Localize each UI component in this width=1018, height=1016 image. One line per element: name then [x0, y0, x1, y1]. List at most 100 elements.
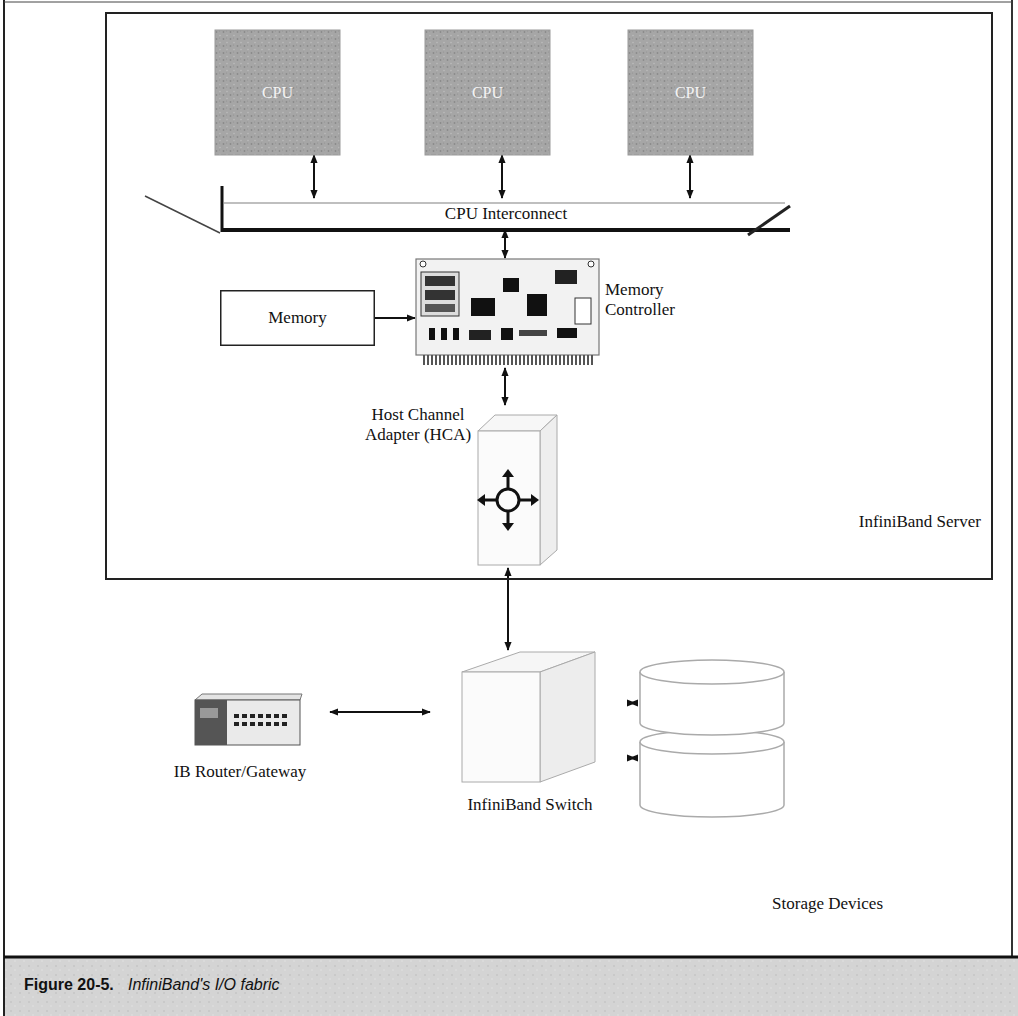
node-label: CPU — [425, 30, 550, 155]
memory-controller-drawing-part — [421, 355, 593, 365]
figure-number: Figure 20-5. — [24, 975, 114, 995]
node-label: InfiniBand Switch — [430, 795, 630, 815]
storage-devices: Storage Devices — [635, 655, 895, 920]
storage-devices-drawing-part — [640, 660, 784, 684]
memory-controller-drawing-part — [557, 328, 577, 338]
cpu-chip: CPU — [425, 30, 550, 155]
memory-controller-drawing-part — [501, 328, 513, 340]
connector-arrow — [501, 155, 503, 198]
infiniband-switch: InfiniBand Switch — [430, 650, 630, 815]
memory-box: Memory — [220, 290, 375, 346]
cpu-chip-drawing-part — [628, 30, 753, 155]
router-gateway-drawing-part — [234, 714, 287, 726]
memory-controller-drawing-part — [416, 259, 599, 355]
cpu-chip: CPU — [215, 30, 340, 155]
router-gateway-drawing-part-part — [266, 722, 271, 726]
connector-arrow — [504, 230, 506, 258]
router-gateway-drawing-part — [200, 708, 218, 718]
host-channel-adapter-drawing-part — [540, 415, 557, 565]
memory-controller-drawing-part — [420, 261, 426, 267]
memory-controller-drawing-part — [429, 328, 435, 340]
figure-frame-part — [224, 202, 785, 204]
connector-arrow — [504, 368, 506, 405]
router-gateway-drawing-part-part — [274, 722, 279, 726]
memory-controller-drawing-part — [425, 276, 455, 286]
memory-controller-drawing-part — [453, 328, 459, 340]
connector-arrow — [630, 757, 635, 759]
host-channel-adapter-drawing-part-part — [497, 489, 519, 511]
cpu-chip: CPU — [628, 30, 753, 155]
router-gateway-drawing-part-part — [234, 714, 239, 718]
node-label: Host Channel Adapter (HCA) — [362, 405, 474, 445]
host-channel-adapter-drawing-part — [483, 475, 533, 525]
host-channel-adapter-drawing-part-part — [519, 499, 533, 502]
node-label: CPU Interconnect — [222, 198, 790, 230]
host-channel-adapter-drawing-part — [477, 469, 539, 531]
cpu-chip-drawing-part — [215, 30, 340, 155]
connector-arrow — [630, 702, 635, 704]
node-label: IB Router/Gateway — [150, 762, 330, 782]
router-gateway-drawing-part-part — [250, 722, 255, 726]
memory-controller-drawing-part — [471, 298, 495, 316]
memory-controller-drawing-part — [425, 290, 455, 300]
router-gateway-drawing-part-part — [250, 714, 255, 718]
router-gateway-drawing-part-part — [258, 714, 263, 718]
connector-arrow — [689, 155, 691, 198]
host-channel-adapter-drawing-part-part — [507, 475, 510, 489]
server-box: InfiniBand Server CPU CPU CPU CPU Interconne… — [105, 12, 993, 580]
router-gateway-drawing-part-part — [242, 722, 247, 726]
infiniband-switch-drawing-part — [462, 672, 540, 782]
router-gateway: IB Router/Gateway — [150, 690, 330, 782]
server-box-drawing-part — [106, 13, 992, 579]
node-label: Storage Devices — [772, 894, 883, 914]
router-gateway-drawing-part-part — [274, 714, 279, 718]
host-channel-adapter-drawing-part-part — [477, 494, 485, 506]
connector-arrow — [313, 155, 315, 198]
host-channel-adapter-drawing-part-part — [502, 523, 514, 531]
connector-arrow — [375, 317, 415, 319]
connector-arrow — [330, 711, 430, 713]
memory-controller-drawing-part — [425, 304, 455, 312]
router-gateway-drawing-part-part — [234, 722, 239, 726]
figure-caption: InfiniBand's I/O fabric — [128, 975, 280, 995]
host-channel-adapter-drawing-part-part — [502, 469, 514, 477]
figure-frame-part — [3, 0, 5, 1016]
memory-controller-drawing-part — [421, 272, 459, 316]
memory-controller-drawing-part — [555, 270, 577, 284]
figure-frame-part — [221, 186, 224, 232]
storage-devices-drawing — [635, 655, 895, 920]
host-channel-adapter-drawing-part-part — [483, 499, 497, 502]
memory-controller-drawing-part — [527, 294, 547, 316]
host-channel-adapter-drawing-part-part — [531, 494, 539, 506]
node-label: CPU — [628, 30, 753, 155]
router-gateway-drawing-part-part — [266, 714, 271, 718]
figure-frame-part — [5, 958, 1018, 1016]
memory-controller-drawing-part — [503, 278, 519, 292]
infiniband-switch-drawing-part — [540, 652, 595, 782]
memory-controller-drawing-part — [588, 261, 594, 267]
router-gateway-drawing-part — [195, 700, 300, 745]
host-channel-adapter-drawing-part-part — [507, 511, 510, 525]
cpu-chip-drawing-part — [425, 30, 550, 155]
figure-frame-part — [4, 2, 1012, 3]
router-gateway-drawing-part — [195, 700, 227, 745]
router-gateway-drawing-part-part — [282, 714, 287, 718]
memory-controller: Memory Controller — [415, 258, 705, 368]
host-channel-adapter: Host Channel Adapter (HCA) — [362, 405, 560, 568]
figure-frame-part — [748, 206, 790, 235]
connector-arrow — [507, 568, 509, 650]
figure-frame-part — [1011, 0, 1013, 957]
node-label: InfiniBand Server — [859, 512, 981, 532]
figure-frame-part — [145, 196, 220, 233]
router-gateway-drawing-part-part — [258, 722, 263, 726]
host-channel-adapter-drawing-part — [478, 431, 540, 565]
memory-controller-drawing-part — [441, 328, 447, 340]
node-label: Memory — [220, 290, 375, 346]
memory-controller-drawing-part — [575, 298, 591, 324]
figure-frame-part — [4, 956, 1018, 959]
infiniband-switch-drawing — [430, 650, 630, 815]
router-gateway-drawing-part — [195, 694, 302, 700]
memory-controller-drawing-part — [469, 330, 491, 340]
memory-box-drawing-part — [221, 291, 375, 346]
